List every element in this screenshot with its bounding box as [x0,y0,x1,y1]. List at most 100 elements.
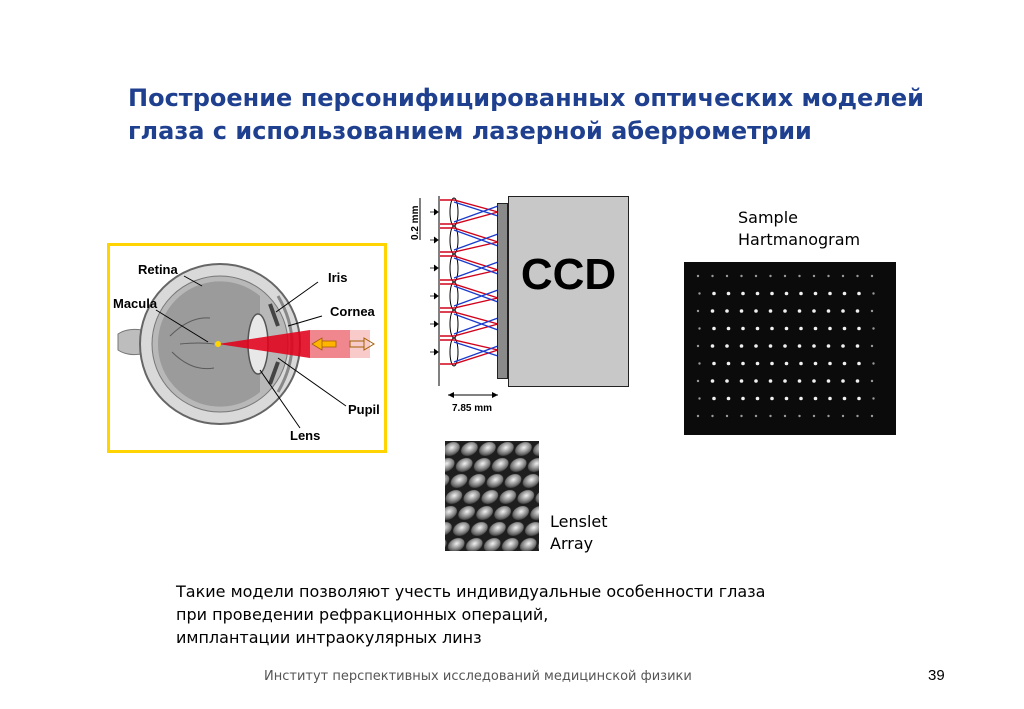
hartmanogram-spot [784,326,789,331]
hartmanogram-spot [725,274,729,278]
body-line-3: имплантации интраокулярных линз [176,628,482,647]
dim-0-2mm: 0.2 mm [410,205,421,240]
hartmanogram-spot [842,291,847,296]
lenslet-label-line2: Array [550,534,594,553]
hartmanogram-label-line1: Sample [738,208,798,227]
hartmanogram-spot [696,344,700,348]
hartmanogram-spot [870,309,874,313]
hartmanogram-spot [856,414,859,418]
label-retina: Retina [138,262,178,277]
hartmanogram-spot [784,396,789,401]
hartmanogram-spot [754,274,758,278]
hartmanogram-spot [711,414,714,418]
hartmanogram-spot [696,414,700,418]
hartmanogram-spot [710,379,715,383]
hartmanogram-spot [783,379,787,383]
ccd-side-plate [497,203,508,379]
hartmanogram-spot [740,414,743,418]
label-pupil: Pupil [348,402,380,417]
hartmanogram-spot [826,344,831,348]
body-line-2: при проведении рефракционных операций, [176,605,549,624]
hartmanogram-spot [799,396,803,401]
hartmanogram-spot [857,291,861,296]
hartmanogram-spot [739,379,744,383]
title-line-2: глаза с использованием лазерной аберроме… [128,117,812,145]
hartmanogram-spot [754,344,758,348]
hartmanogram-spot [870,344,874,348]
lenslet-array-graphic [445,441,539,551]
hartmanogram-spot [827,414,830,418]
hartmanogram-spot [696,309,700,313]
hartmanogram-label: Sample Hartmanogram [738,207,860,251]
hartmanogram-spot [857,361,861,366]
hartmanogram-spot [712,361,716,366]
hartmanogram-spot [870,274,874,278]
hartmanogram-spot [741,326,745,331]
label-lens: Lens [290,428,321,443]
hartmanogram-spot [769,274,772,278]
hartmanogram-label-line2: Hartmanogram [738,230,861,249]
hartmanogram-spot [798,274,801,278]
hartmanogram-spot [812,309,816,313]
hartmanogram-spot [739,309,744,313]
hartmanogram-spot [813,291,818,296]
hartmanogram-spot [725,414,729,418]
title-line-1: Построение персонифицированных оптически… [128,84,924,112]
page-number: 39 [928,667,945,684]
hartmanogram-spot [872,397,875,400]
hartmanogram-spot [872,362,875,365]
hartmanogram-spot [754,309,758,313]
hartmanogram-spot [754,414,758,418]
hartmanogram-spot [710,344,715,348]
hartmanogram-spot [698,397,701,400]
hartmanogram-spot [783,414,787,418]
hartmanogram-spot [812,344,816,348]
hartmanogram-spot [696,379,700,383]
hartmanogram-spot [857,396,861,401]
hartmanogram-spot [799,361,803,366]
hartmanogram-spot [726,396,731,401]
hartmanogram-spot [770,396,774,401]
hartmanogram-spot [769,414,772,418]
hartmanogram-spot [842,361,847,366]
hartmanogram-spot [841,414,845,418]
ccd-label: CCD [520,250,617,299]
hartmanogram-spot [784,361,789,366]
hartmanogram-spot [872,292,875,295]
hartmanogram-spot [768,309,773,313]
ccd-sensor [508,196,629,387]
hartmanogram-spot [783,309,787,313]
hartmanogram-spot [870,379,874,383]
hartmanogram-spot [741,361,745,366]
footer-institute: Институт перспективных исследований меди… [264,669,692,684]
hartmanogram-spot [754,379,758,383]
hartmanogram-spot [696,274,700,278]
hartmanogram-spot [841,274,845,278]
label-iris: Iris [328,270,348,285]
hartmanogram-spot [855,344,860,348]
hartmanogram-spot [841,309,845,313]
hartmanogram-spot [857,326,861,331]
hartmanogram-spot [755,396,760,401]
hartmanogram-spot [725,309,729,313]
hartmanogram-spot [770,291,774,296]
hartmanogram-spot [710,309,715,313]
hartmanogram-spot [828,326,832,331]
hartmanogram-spot [872,327,875,330]
body-text: Такие модели позволяют учесть индивидуал… [176,580,876,649]
label-cornea: Cornea [330,304,375,319]
body-line-1: Такие модели позволяют учесть индивидуал… [176,582,766,601]
hartmanogram-spot [797,344,802,348]
hartmanogram-spot [739,344,744,348]
hartmanogram-spot [698,327,701,330]
hartmanogram-spot [826,379,831,383]
hartmanogram-spot [768,379,773,383]
hartmanogram-spot [726,291,731,296]
hartmanogram-spot [698,292,701,295]
hartmanogram-spot [755,291,760,296]
hartmanogram-spot [770,326,774,331]
hartmanogram-spot [725,344,729,348]
hartmanogram-spot [855,379,860,383]
lenslet-array-image [445,441,539,551]
dim-7-85mm: 7.85 mm [452,403,493,414]
